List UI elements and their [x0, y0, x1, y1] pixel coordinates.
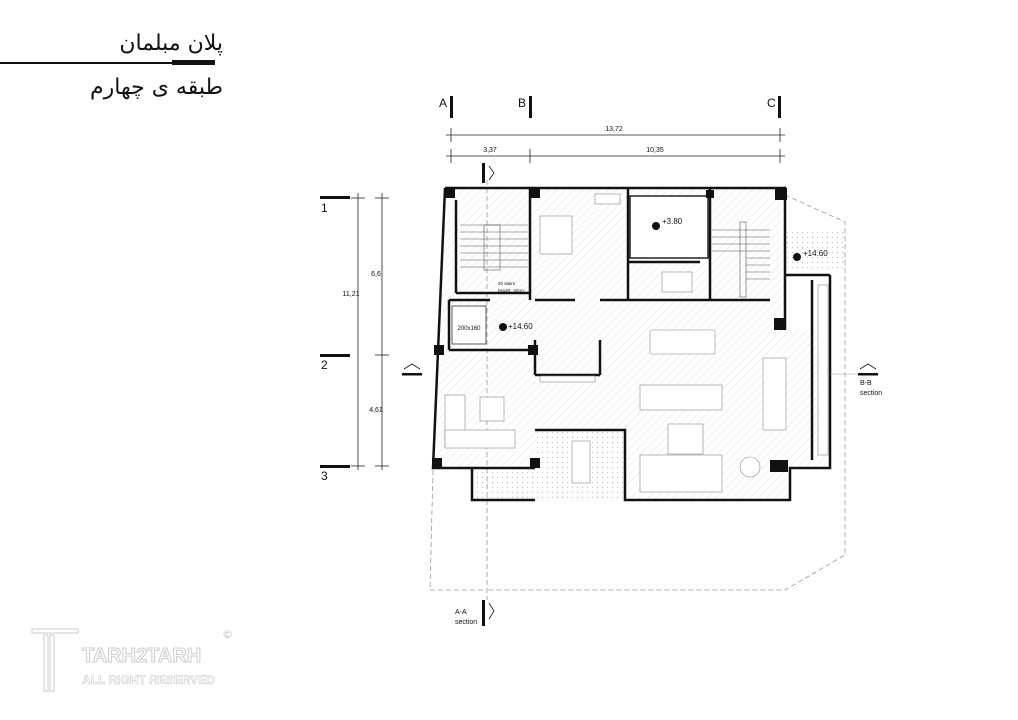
elevator-size-label: 200x160 — [457, 326, 481, 332]
tv-console — [539, 375, 596, 383]
bed — [539, 215, 573, 255]
section-aa-marker-top — [482, 163, 495, 183]
grid-label-1: 1 — [321, 201, 328, 215]
balcony-east — [787, 232, 844, 268]
dining-table — [649, 329, 716, 355]
level-marker-icon — [499, 323, 507, 331]
terrace-void — [629, 195, 709, 259]
section-bb-name: B-B — [860, 380, 872, 387]
staircase-east — [712, 221, 770, 298]
floor-hatch — [433, 188, 830, 500]
dim-vertical-12: 6,6 — [371, 271, 381, 278]
level-terrace: +3.80 — [662, 217, 683, 226]
plan-subtitle: طبقه ی چهارم — [90, 75, 223, 100]
dim-vertical-23: 4,61 — [369, 407, 383, 414]
grid-label-3: 3 — [321, 469, 328, 483]
section-bb-label: section — [860, 390, 882, 397]
kitchen-island — [762, 357, 787, 431]
bathroom-vanity — [661, 271, 693, 293]
balcony-south — [472, 468, 535, 500]
dim-overall-vertical: 11,21 — [343, 291, 360, 298]
dim-horizontal-ab: 3,37 — [483, 147, 497, 154]
kitchen-counter — [817, 284, 829, 456]
level-marker-icon — [793, 253, 801, 261]
title-divider — [0, 62, 215, 64]
sofa-south — [639, 454, 723, 493]
level-balcony: +14.60 — [803, 249, 828, 258]
section-aa-name: A-A — [455, 609, 467, 616]
grid-label-b: B — [518, 96, 526, 110]
section-aa-label: section — [455, 619, 477, 626]
sofa-north — [639, 384, 723, 411]
terrace-table — [571, 440, 591, 484]
watermark-copyright: © — [222, 628, 233, 641]
grid-row-markers: 1 2 3 — [320, 196, 350, 483]
level-marker-icon — [652, 222, 660, 230]
grid-column-markers: A B C — [439, 96, 781, 118]
watermark-rights: ALL RIGHT RESERVED — [82, 673, 216, 688]
level-markers — [499, 222, 801, 331]
grid-label-2: 2 — [321, 358, 328, 372]
elevator-shaft — [451, 305, 487, 345]
desk — [594, 193, 621, 205]
armchair — [739, 456, 761, 478]
section-bb-marker-right — [830, 363, 878, 376]
stairs-count-label: 20 stairs — [498, 281, 516, 286]
section-aa-marker-bottom — [482, 600, 495, 626]
dim-horizontal-bc: 10,35 — [646, 147, 664, 154]
grid-label-a: A — [439, 96, 447, 110]
section-bb-marker-left — [402, 363, 422, 376]
side-table — [479, 396, 505, 422]
plan-title: پلان مبلمان — [119, 31, 223, 56]
title-divider-accent — [172, 60, 215, 65]
furniture — [444, 193, 829, 493]
sofa-west — [444, 429, 516, 449]
level-entrance: +14.60 — [508, 322, 533, 331]
coffee-table — [667, 423, 704, 455]
structural-columns — [432, 188, 788, 472]
staircase-west — [460, 224, 528, 271]
dimension-lines — [351, 128, 785, 470]
watermark-logo-icon — [31, 628, 79, 692]
dim-overall-horizontal: 13,72 — [605, 126, 623, 133]
watermark-brand: TARH2TARH — [81, 645, 202, 668]
watermark: TARH2TARH ALL RIGHT RESERVED © — [30, 625, 240, 695]
grid-label-c: C — [767, 96, 776, 110]
stairs-height-label: height: 18cm — [498, 288, 524, 293]
